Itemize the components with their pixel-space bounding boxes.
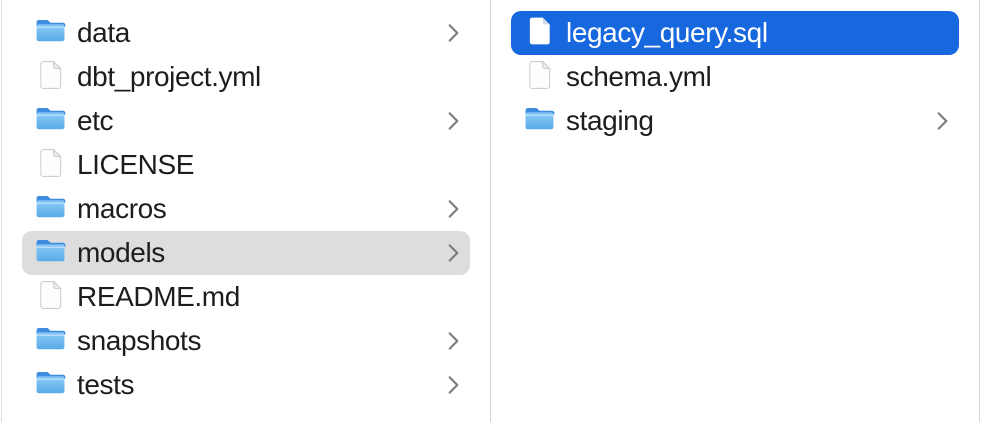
list-item-folder[interactable]: macros [22, 187, 470, 231]
item-label: etc [77, 105, 114, 136]
item-label: models [77, 237, 165, 268]
file-column-parent: data dbt_project.yml [2, 0, 491, 422]
item-label: snapshots [77, 325, 202, 356]
list-item-folder[interactable]: tests [22, 363, 470, 407]
folder-icon [524, 106, 555, 136]
list-item-folder[interactable]: etc [22, 99, 470, 143]
file-column-child: legacy_query.sql schema.yml [491, 0, 980, 422]
list-item-folder[interactable]: models [22, 231, 470, 275]
folder-icon [35, 326, 66, 356]
folder-icon [35, 370, 66, 400]
list-item-folder[interactable]: staging [511, 99, 959, 143]
item-label: README.md [77, 281, 240, 312]
list-item-file[interactable]: schema.yml [511, 55, 959, 99]
list-item-file[interactable]: README.md [22, 275, 470, 319]
folder-icon [35, 18, 66, 48]
file-icon [528, 60, 552, 95]
chevron-right-icon [447, 198, 460, 220]
list-item-folder[interactable]: data [22, 11, 470, 55]
file-icon [39, 280, 63, 315]
file-icon [528, 16, 552, 51]
list-item-file[interactable]: dbt_project.yml [22, 55, 470, 99]
chevron-right-icon [447, 242, 460, 264]
list-item-folder[interactable]: snapshots [22, 319, 470, 363]
list-item-file[interactable]: legacy_query.sql [511, 11, 959, 55]
chevron-right-icon [447, 374, 460, 396]
item-label: macros [77, 193, 167, 224]
item-label: schema.yml [566, 61, 712, 92]
item-label: tests [77, 369, 135, 400]
chevron-right-icon [447, 22, 460, 44]
item-label: staging [566, 105, 654, 136]
list-item-file[interactable]: LICENSE [22, 143, 470, 187]
folder-icon [35, 194, 66, 224]
item-label: dbt_project.yml [77, 61, 261, 92]
item-label: legacy_query.sql [566, 17, 768, 48]
file-icon [39, 60, 63, 95]
item-label: LICENSE [77, 149, 195, 180]
folder-icon [35, 106, 66, 136]
chevron-right-icon [447, 110, 460, 132]
previous-column-divider [1, 0, 2, 422]
chevron-right-icon [447, 330, 460, 352]
chevron-right-icon [936, 110, 949, 132]
item-label: data [77, 17, 130, 48]
file-icon [39, 148, 63, 183]
folder-icon [35, 238, 66, 268]
